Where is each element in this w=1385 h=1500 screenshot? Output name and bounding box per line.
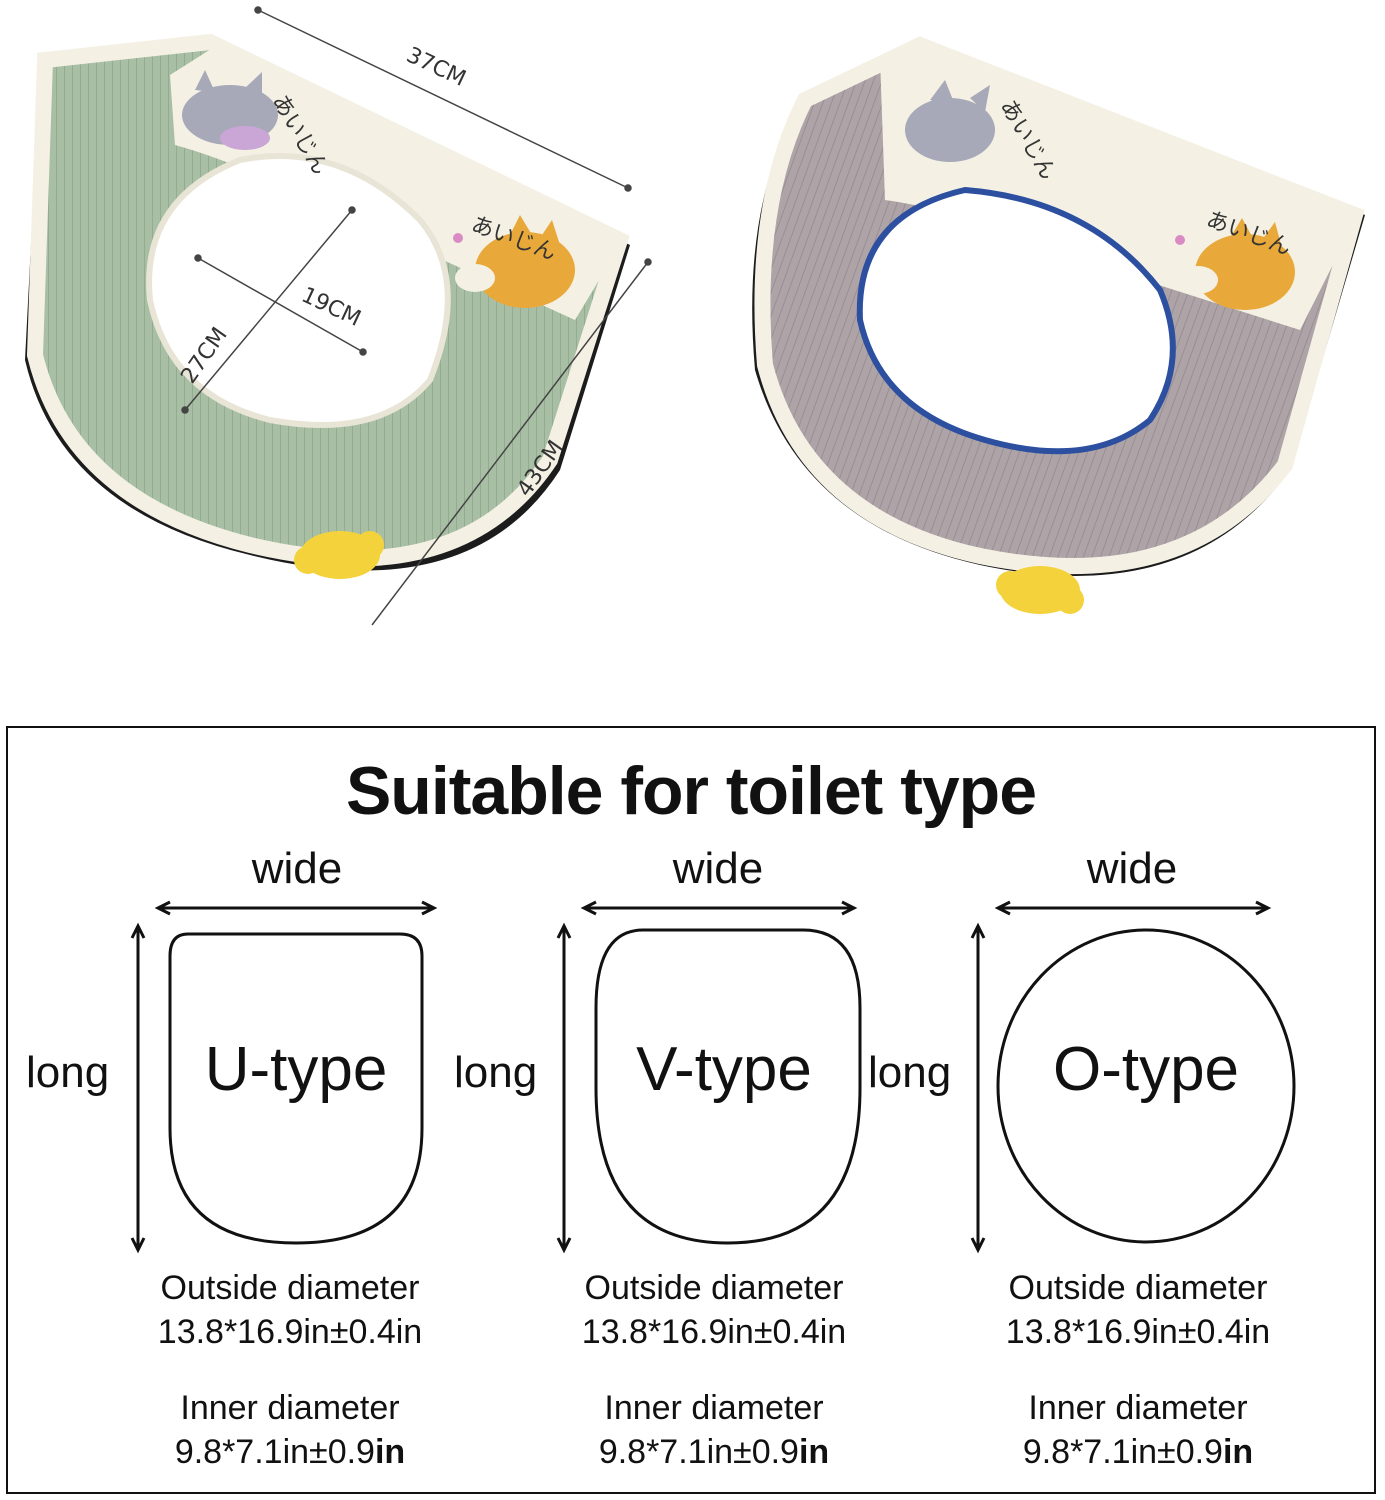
outside-diameter-label: Outside diameter <box>1008 1269 1268 1307</box>
paw-icon <box>996 566 1084 614</box>
inner-diameter: Inner diameter 9.8*7.1in±0.9in <box>534 1386 894 1474</box>
inner-diameter-label: Inner diameter <box>180 1389 400 1427</box>
paw-icon <box>294 531 384 579</box>
outside-diameter-value: 13.8*16.9in±0.4in <box>581 1313 847 1351</box>
heart-icon <box>453 233 463 243</box>
dimension-lines <box>181 6 652 626</box>
inner-diameter: Inner diameter 9.8*7.1in±0.9in <box>958 1386 1318 1474</box>
outside-diameter: Outside diameter 13.8*16.9in±0.4in <box>958 1266 1318 1354</box>
inner-diameter: Inner diameter 9.8*7.1in±0.9in <box>110 1386 470 1474</box>
orange-fox-icon <box>1178 218 1295 310</box>
outside-diameter: Outside diameter 13.8*16.9in±0.4in <box>110 1266 470 1354</box>
outside-diameter-label: Outside diameter <box>584 1269 844 1307</box>
long-label: long <box>454 1048 538 1097</box>
long-label: long <box>26 1048 110 1097</box>
type-name: V-type <box>636 1035 812 1104</box>
gray-cat-icon <box>182 70 278 150</box>
o-type-diagram <box>970 900 1296 1254</box>
u-type-column: wide long U-type Outside diameter 13.8*1… <box>22 838 462 1488</box>
v-type-column: wide long V-type Outside diameter 13.8*1… <box>448 838 888 1488</box>
inner-diameter-label: Inner diameter <box>604 1389 824 1427</box>
product-photo-area: あいじん あいじん 37CM 19CM 27CM 43CM <box>0 0 1385 700</box>
outside-diameter-value: 13.8*16.9in±0.4in <box>157 1313 423 1351</box>
v-type-diagram <box>556 900 862 1254</box>
wide-label: wide <box>1086 844 1178 893</box>
toilet-types-panel: Suitable for toilet type wide long U-typ… <box>6 726 1376 1494</box>
u-type-diagram <box>130 900 438 1254</box>
inner-diameter-value: 9.8*7.1in±0.9in <box>174 1433 406 1471</box>
inner-diameter-value: 9.8*7.1in±0.9in <box>598 1433 830 1471</box>
green-seat-cover: あいじん あいじん <box>25 33 630 579</box>
gray-cat-icon <box>905 80 995 162</box>
panel-title: Suitable for toilet type <box>345 753 1037 829</box>
inner-diameter-value: 9.8*7.1in±0.9in <box>1022 1433 1254 1471</box>
outside-diameter-label: Outside diameter <box>160 1269 420 1307</box>
outside-diameter-value: 13.8*16.9in±0.4in <box>1005 1313 1271 1351</box>
inner-diameter-label: Inner diameter <box>1028 1389 1248 1427</box>
type-name: U-type <box>204 1035 388 1104</box>
long-label: long <box>868 1048 952 1097</box>
orange-fox-icon <box>455 215 575 308</box>
seat-cover-illustration: あいじん あいじん 37CM 19CM 27CM 43CM <box>25 6 1365 626</box>
wide-label: wide <box>251 844 343 893</box>
outside-diameter: Outside diameter 13.8*16.9in±0.4in <box>534 1266 894 1354</box>
type-name: O-type <box>1052 1035 1240 1104</box>
purple-seat-cover: あいじん あいじん <box>752 36 1365 614</box>
wide-label: wide <box>672 844 764 893</box>
heart-icon <box>1175 235 1185 245</box>
o-type-column: wide long O-type Outside diameter 13.8*1… <box>862 838 1302 1488</box>
